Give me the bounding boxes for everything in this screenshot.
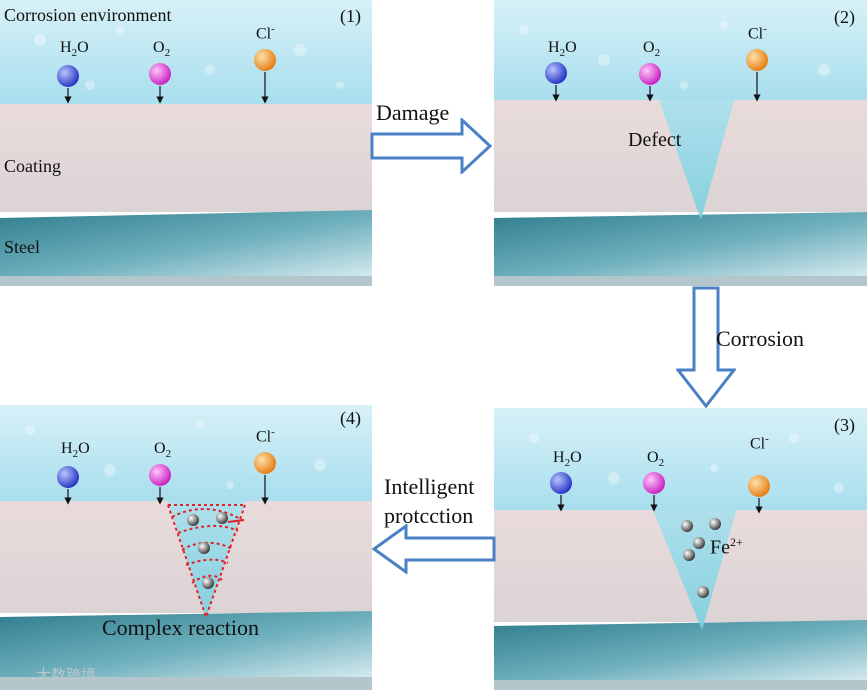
o2-label: O2 — [643, 39, 661, 60]
intelligent-protection-arrow — [371, 523, 496, 579]
cl-sphere — [254, 452, 276, 474]
panel-1: Corrosion environment (1) Coating Steel … — [0, 0, 372, 286]
cl-sphere — [746, 49, 768, 71]
fe-ion-label: Fe2+ — [710, 535, 743, 559]
corrosion-pit — [652, 508, 737, 630]
steel-layer — [494, 620, 867, 680]
iron-ion — [198, 542, 210, 554]
water-layer — [0, 405, 372, 501]
iron-ion — [683, 549, 695, 561]
protective-film — [167, 504, 246, 621]
coating-label: Coating — [4, 156, 61, 176]
panel-4: (4) Complex reaction H2O O2 Cl- 大数跨境 — [0, 405, 372, 690]
panel-number: (4) — [340, 408, 361, 428]
h2o-label: H2O — [553, 449, 582, 470]
o2-sphere — [643, 472, 665, 494]
o2-label: O2 — [647, 449, 665, 470]
corrosion-label: Corrosion — [716, 326, 804, 351]
panel-2: (2) Defect H2O O2 Cl- — [494, 0, 867, 286]
repaired-pit — [168, 501, 245, 617]
iron-ion — [187, 514, 199, 526]
cl-label: Cl- — [750, 433, 769, 453]
coating-layer — [0, 104, 372, 212]
cl-label: Cl- — [748, 23, 767, 43]
complex-reaction-label: Complex reaction — [102, 615, 260, 640]
damage-label: Damage — [376, 100, 450, 125]
h2o-sphere — [550, 472, 572, 494]
environment-label: Corrosion environment — [4, 5, 172, 25]
h2o-label: H2O — [60, 39, 89, 60]
panel-3: (3) Fe2+ H2O O2 Cl- — [494, 408, 867, 690]
defect-crack — [659, 100, 734, 220]
steel-layer — [0, 611, 372, 677]
damage-arrow — [370, 116, 494, 179]
water-layer — [0, 0, 372, 104]
panel-number: (3) — [834, 415, 855, 435]
h2o-sphere — [545, 62, 567, 84]
cl-sphere — [748, 475, 770, 497]
o2-label: O2 — [154, 440, 172, 461]
intelligent-label-line1: Intelligent — [384, 474, 475, 499]
o2-sphere — [149, 63, 171, 85]
steel-label: Steel — [4, 237, 40, 257]
h2o-label: H2O — [61, 440, 90, 461]
cl-label: Cl- — [256, 426, 275, 446]
iron-ion — [709, 518, 721, 530]
watermark: 大数跨境 — [36, 666, 97, 684]
iron-ion — [681, 520, 693, 532]
cl-sphere — [254, 49, 276, 71]
h2o-sphere — [57, 65, 79, 87]
panel-3-layers — [494, 408, 867, 690]
iron-ion — [697, 586, 709, 598]
steel-layer — [0, 210, 372, 276]
defect-label: Defect — [628, 129, 682, 151]
iron-ion — [202, 577, 214, 589]
panel-4-layers — [0, 405, 372, 690]
h2o-sphere — [57, 466, 79, 488]
panel-1-layers — [0, 0, 372, 286]
o2-sphere — [149, 464, 171, 486]
panel-2-layers — [494, 0, 867, 286]
cl-label: Cl- — [256, 23, 275, 43]
water-layer — [494, 408, 867, 510]
iron-ion — [693, 537, 705, 549]
iron-ion — [216, 512, 228, 524]
h2o-label: H2O — [548, 39, 577, 60]
intelligent-label-line2: protcction — [384, 503, 474, 528]
o2-sphere — [639, 63, 661, 85]
o2-label: O2 — [153, 39, 171, 60]
panel-number: (1) — [340, 6, 361, 26]
corrosion-arrow — [674, 286, 738, 415]
panel-number: (2) — [834, 7, 855, 27]
steel-layer — [494, 212, 867, 276]
